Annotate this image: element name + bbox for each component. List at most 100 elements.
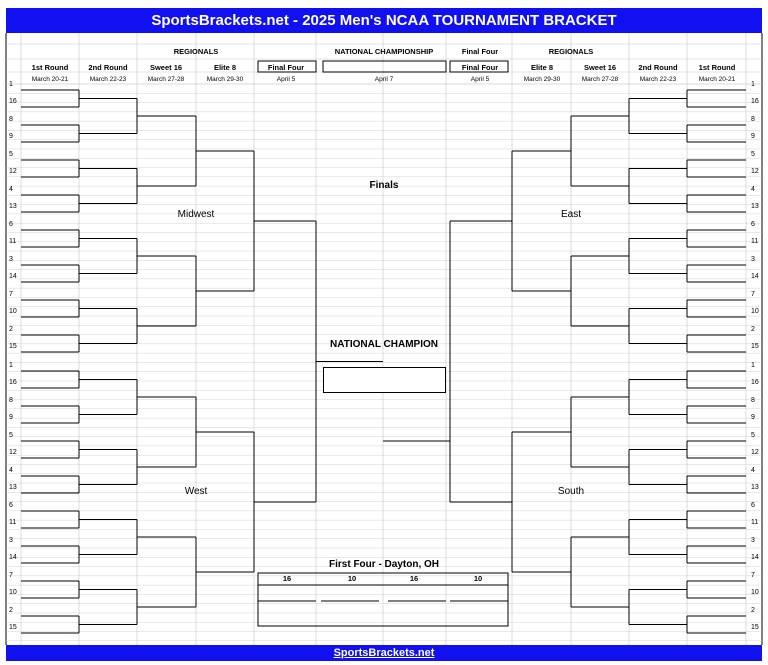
right-elite8-dates: March 29-30	[523, 76, 561, 83]
seed-right: 6	[751, 221, 755, 228]
left-final-four-box	[257, 60, 317, 73]
footer-link[interactable]: SportsBrackets.net	[6, 645, 762, 661]
seed-right: 9	[751, 133, 755, 140]
national-championship-label: NATIONAL CHAMPIONSHIP	[334, 47, 434, 56]
right-final-four-dates: April 5	[470, 76, 490, 83]
seed-right: 6	[751, 502, 755, 509]
seed-right: 15	[751, 624, 759, 631]
seed-right: 14	[751, 554, 759, 561]
right-round-1-label: 1st Round	[698, 63, 736, 72]
seed-left: 11	[9, 238, 17, 245]
seed-left: 14	[9, 554, 17, 561]
seed-right: 11	[751, 519, 759, 526]
seed-left: 6	[9, 502, 13, 509]
seed-left: 7	[9, 572, 13, 579]
seed-left: 2	[9, 607, 13, 614]
seed-left: 12	[9, 449, 17, 456]
first-four-title: First Four - Dayton, OH	[329, 559, 439, 570]
right-sweet16-dates: March 27-28	[581, 76, 619, 83]
left-round-2-label: 2nd Round	[88, 63, 128, 72]
right-regionals-label: REGIONALS	[548, 47, 594, 56]
seed-right: 11	[751, 238, 759, 245]
seed-right: 7	[751, 291, 755, 298]
right-final-four-label: Final Four	[461, 47, 499, 56]
seed-right: 15	[751, 343, 759, 350]
left-round-1-dates: March 20-21	[31, 76, 69, 83]
seed-left: 1	[9, 81, 13, 88]
left-final-four-label: Final Four	[267, 63, 305, 72]
seed-right: 12	[751, 168, 759, 175]
seed-left: 13	[9, 484, 17, 491]
seed-left: 3	[9, 256, 13, 263]
seed-left: 4	[9, 186, 13, 193]
seed-right: 4	[751, 186, 755, 193]
seed-left: 12	[9, 168, 17, 175]
seed-left: 10	[9, 308, 17, 315]
national-champion-label: NATIONAL CHAMPION	[330, 339, 438, 350]
seed-right: 2	[751, 607, 755, 614]
seed-right: 1	[751, 81, 755, 88]
seed-right: 12	[751, 449, 759, 456]
seed-left: 3	[9, 537, 13, 544]
seed-right: 16	[751, 98, 759, 105]
left-round-1-label: 1st Round	[31, 63, 69, 72]
seed-right: 10	[751, 308, 759, 315]
seed-right: 5	[751, 151, 755, 158]
finals-label: Finals	[369, 180, 399, 191]
seed-left: 5	[9, 151, 13, 158]
first-four-seed-1: 16	[282, 574, 292, 583]
right-elite8-label: Elite 8	[530, 63, 554, 72]
region-south: South	[557, 486, 585, 497]
seed-left: 2	[9, 326, 13, 333]
national-championship-date: April 7	[374, 76, 394, 83]
seed-right: 14	[751, 273, 759, 280]
left-round-2-dates: March 22-23	[89, 76, 127, 83]
left-final-four-dates: April 5	[276, 76, 296, 83]
seed-left: 9	[9, 414, 13, 421]
right-sweet16-label: Sweet 16	[583, 63, 617, 72]
seed-left: 4	[9, 467, 13, 474]
seed-left: 6	[9, 221, 13, 228]
national-champion-box[interactable]	[323, 367, 446, 393]
seed-right: 8	[751, 116, 755, 123]
seed-left: 5	[9, 432, 13, 439]
seed-right: 3	[751, 256, 755, 263]
seed-left: 15	[9, 624, 17, 631]
left-sweet16-label: Sweet 16	[149, 63, 183, 72]
region-west: West	[184, 486, 208, 497]
region-east: East	[560, 209, 582, 220]
seed-left: 13	[9, 203, 17, 210]
seed-right: 5	[751, 432, 755, 439]
seed-right: 16	[751, 379, 759, 386]
seed-right: 13	[751, 484, 759, 491]
seed-left: 8	[9, 397, 13, 404]
first-four-box	[257, 572, 509, 627]
right-round-2-label: 2nd Round	[638, 63, 678, 72]
seed-left: 10	[9, 589, 17, 596]
seed-left: 9	[9, 133, 13, 140]
right-round-2-dates: March 22-23	[639, 76, 677, 83]
region-midwest: Midwest	[177, 209, 215, 220]
seed-left: 11	[9, 519, 17, 526]
seed-left: 16	[9, 98, 17, 105]
first-four-seed-4: 10	[473, 574, 483, 583]
seed-right: 1	[751, 362, 755, 369]
seed-right: 3	[751, 537, 755, 544]
right-round-1-dates: March 20-21	[698, 76, 736, 83]
seed-left: 8	[9, 116, 13, 123]
national-championship-box	[322, 60, 447, 73]
seed-right: 9	[751, 414, 755, 421]
seed-right: 2	[751, 326, 755, 333]
right-final-four-box	[449, 60, 509, 73]
left-elite8-dates: March 29-30	[206, 76, 244, 83]
left-elite8-label: Elite 8	[213, 63, 237, 72]
left-sweet16-dates: March 27-28	[147, 76, 185, 83]
seed-left: 1	[9, 362, 13, 369]
seed-left: 7	[9, 291, 13, 298]
seed-right: 7	[751, 572, 755, 579]
seed-right: 10	[751, 589, 759, 596]
page-title: SportsBrackets.net - 2025 Men's NCAA TOU…	[6, 8, 762, 33]
first-four-seed-2: 10	[347, 574, 357, 583]
